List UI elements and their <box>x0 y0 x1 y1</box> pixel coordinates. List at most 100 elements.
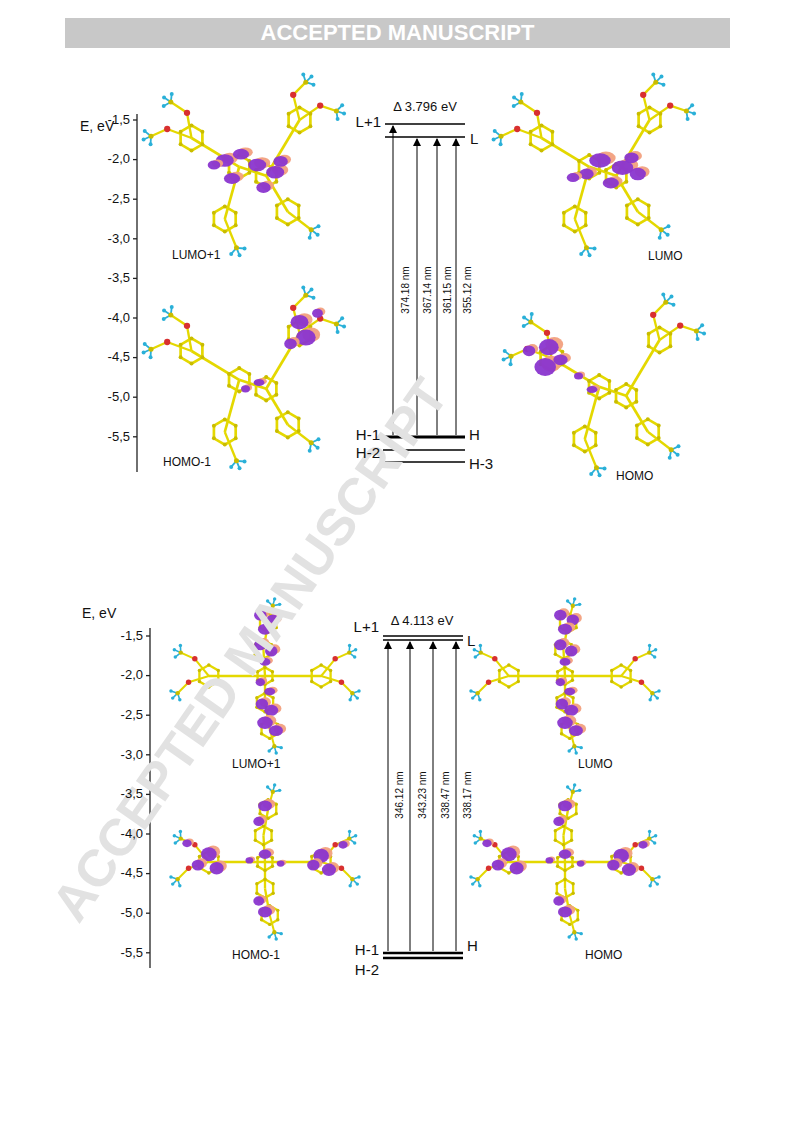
oxygen-atom <box>677 322 683 328</box>
carbon-atom <box>303 293 308 298</box>
transition-arrow <box>410 642 411 951</box>
gap-label: Δ 4.113 eV <box>391 614 454 628</box>
carbon-atom <box>234 458 239 463</box>
orbital-lobe <box>482 839 491 847</box>
wavelength-label: 355.12 nm <box>462 266 473 313</box>
molecule-figure <box>492 73 696 258</box>
carbon-atom <box>276 909 279 912</box>
hydrogen-atom <box>317 437 321 441</box>
carbon-atom <box>529 130 533 134</box>
hydrogen-atom <box>530 312 534 316</box>
hydrogen-atom <box>512 104 516 108</box>
hydrogen-atom <box>169 689 172 692</box>
tick-label: -5,0 <box>108 390 130 404</box>
carbon-atom <box>507 663 510 666</box>
hydrogen-atom <box>522 324 526 328</box>
tick-label: -5,0 <box>121 906 143 920</box>
carbon-atom <box>583 424 587 428</box>
oxygen-atom <box>332 656 337 661</box>
hydrogen-atom <box>267 749 270 752</box>
carbon-atom <box>223 204 227 208</box>
ring-bond <box>499 665 518 687</box>
bond <box>542 138 590 167</box>
hydrogen-atom <box>661 293 665 297</box>
tick-label: -3,5 <box>108 271 130 285</box>
orbital-lobe <box>622 864 636 876</box>
hydrogen-atom <box>273 783 276 786</box>
hydrogen-atom <box>503 349 507 353</box>
orbital-lobe <box>258 800 272 811</box>
carbon-atom <box>190 336 194 340</box>
transition-arrow <box>456 139 457 435</box>
carbon-atom <box>254 829 257 832</box>
energy-axis <box>136 114 137 472</box>
oxygen-atom <box>339 866 344 871</box>
level-label: L+1 <box>356 114 381 131</box>
oxygen-atom <box>632 656 637 661</box>
oxygen-atom <box>184 110 190 116</box>
carbon-atom <box>571 856 574 859</box>
oxygen-atom <box>534 110 540 116</box>
carbon-atom <box>555 891 558 894</box>
orbital-lobe <box>253 817 264 826</box>
orbital-lobe <box>312 309 323 318</box>
axis-tick <box>133 397 137 398</box>
orbital-lobe <box>307 860 319 871</box>
ring-bond <box>627 199 649 224</box>
carbon-atom <box>303 80 308 85</box>
carbon-atom <box>576 918 579 921</box>
orbital-lobe <box>523 345 536 356</box>
carbon-atom <box>529 142 533 146</box>
hydrogen-atom <box>340 103 344 107</box>
carbon-atom <box>647 332 651 336</box>
energy-level <box>383 952 463 955</box>
carbon-atom <box>550 142 554 146</box>
tick-label: -3,0 <box>108 232 130 246</box>
carbon-atom <box>275 417 279 421</box>
carbon-atom <box>597 171 601 175</box>
ring-bond <box>214 419 236 444</box>
energy-level <box>383 639 463 641</box>
hydrogen-atom <box>567 749 570 752</box>
carbon-atom <box>287 112 291 116</box>
carbon-atom <box>587 379 591 383</box>
hydrogen-atom <box>656 696 659 699</box>
carbon-atom <box>268 923 271 926</box>
hydrogen-atom <box>578 789 581 792</box>
hydrogen-atom <box>342 112 346 116</box>
hydrogen-atom <box>173 648 176 651</box>
carbon-atom <box>517 680 520 683</box>
oxygen-atom <box>186 866 191 871</box>
carbon-atom <box>271 856 274 859</box>
orbital-label: LUMO <box>578 758 613 771</box>
carbon-atom <box>610 680 613 683</box>
carbon-atom <box>540 149 544 153</box>
orbital-lobe <box>277 860 285 866</box>
ring-bond <box>557 879 573 898</box>
tick-label: -3,0 <box>121 748 143 762</box>
orbital-lobe <box>254 379 265 386</box>
hydrogen-atom <box>520 92 524 96</box>
axis-tick <box>133 238 137 239</box>
wavelength-label: 346.12 nm <box>394 771 405 818</box>
carbon-atom <box>274 393 278 397</box>
carbon-atom <box>583 450 587 454</box>
hydrogen-atom <box>512 96 516 100</box>
hydrogen-atom <box>238 253 242 257</box>
hydrogen-atom <box>677 444 681 448</box>
orbital-lobe <box>638 841 647 849</box>
oxygen-atom <box>514 126 520 132</box>
carbon-atom <box>587 153 591 157</box>
carbon-atom <box>212 223 216 227</box>
hydrogen-atom <box>648 644 651 647</box>
carbon-atom <box>619 663 622 666</box>
carbon-atom <box>270 829 273 832</box>
hydrogen-atom <box>574 937 577 940</box>
energy-level <box>383 635 463 637</box>
hydrogen-atom <box>657 875 660 878</box>
carbon-atom <box>562 211 566 215</box>
hydrogen-atom <box>670 294 674 298</box>
level-label: H-2 <box>356 445 380 462</box>
hydrogen-atom <box>336 117 340 121</box>
carbon-atom <box>286 410 290 414</box>
